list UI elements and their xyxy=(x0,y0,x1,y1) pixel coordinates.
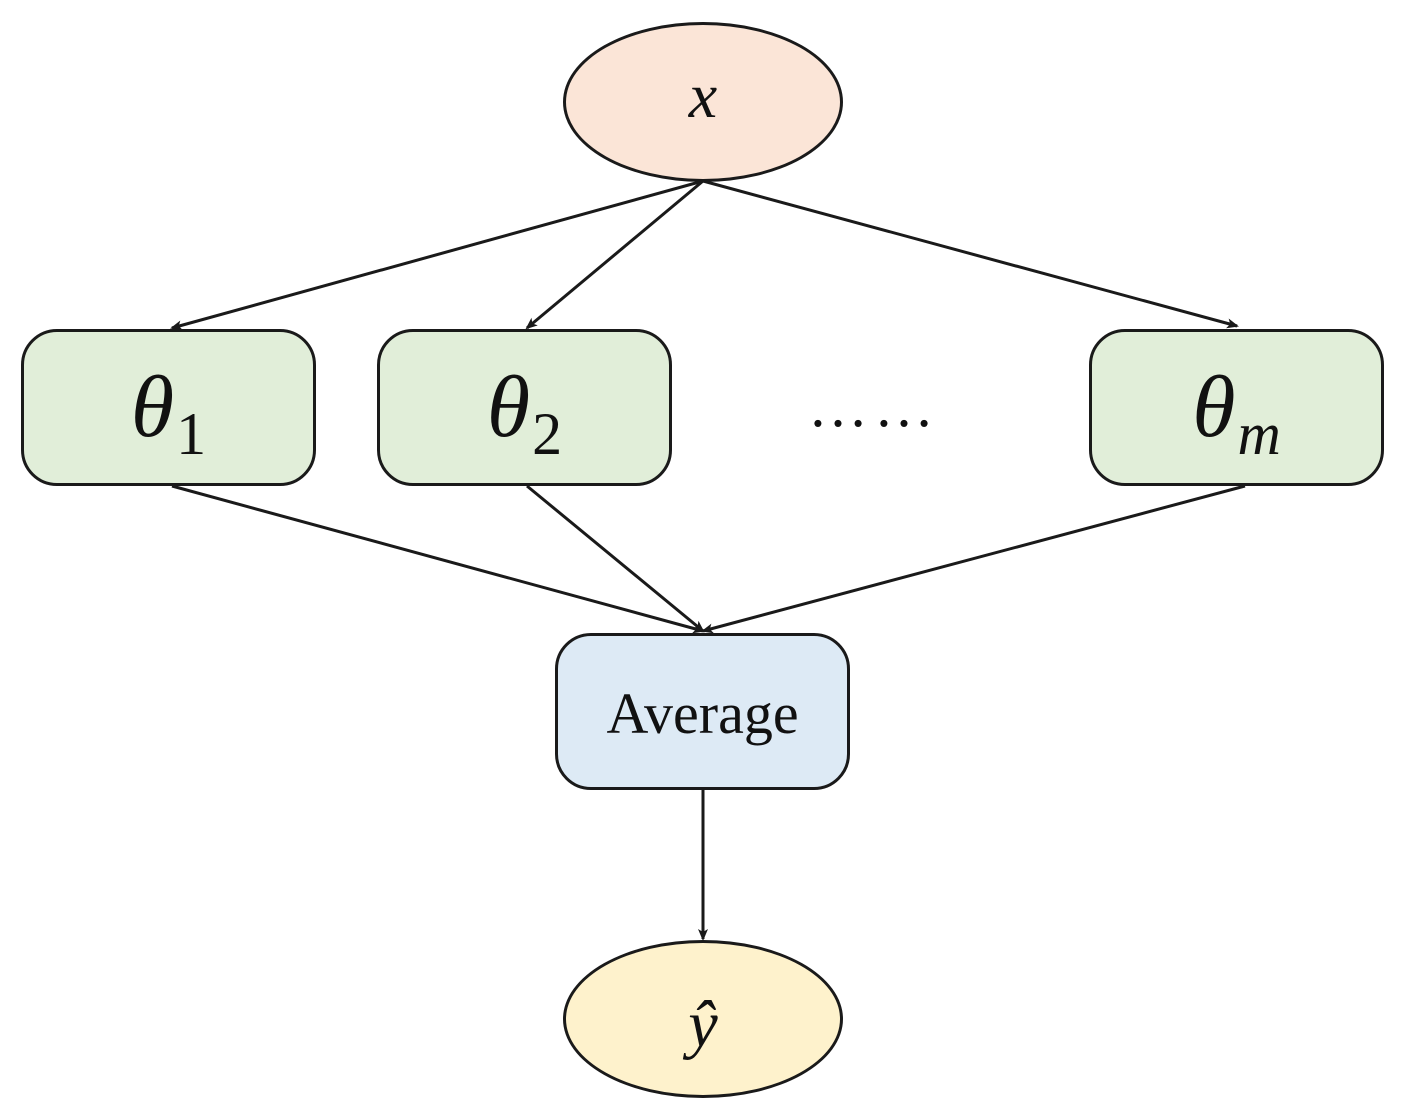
model-2-subscript: 2 xyxy=(532,400,563,467)
output-node: ŷ xyxy=(563,940,843,1098)
average-node: Average xyxy=(555,633,850,790)
edge-x-to-thetam xyxy=(702,179,1239,329)
input-node: x xyxy=(563,22,843,182)
ellipsis-dots: …… xyxy=(808,373,940,439)
model-2-symbol: θ xyxy=(486,358,531,456)
model-1-symbol: θ xyxy=(130,358,175,456)
edge-x-to-theta2 xyxy=(525,179,704,330)
model-m-symbol: θ xyxy=(1192,358,1236,456)
model-m-subscript: m xyxy=(1237,400,1281,467)
edge-thetam-to-average xyxy=(701,484,1246,634)
edge-theta1-to-average xyxy=(171,484,705,634)
edge-theta2-to-average xyxy=(526,484,705,633)
edge-x-to-theta1 xyxy=(170,179,704,331)
input-symbol: x xyxy=(688,60,718,131)
model-1-subscript: 1 xyxy=(176,400,207,467)
average-label: Average xyxy=(606,681,799,746)
output-symbol: ŷ xyxy=(688,988,718,1061)
